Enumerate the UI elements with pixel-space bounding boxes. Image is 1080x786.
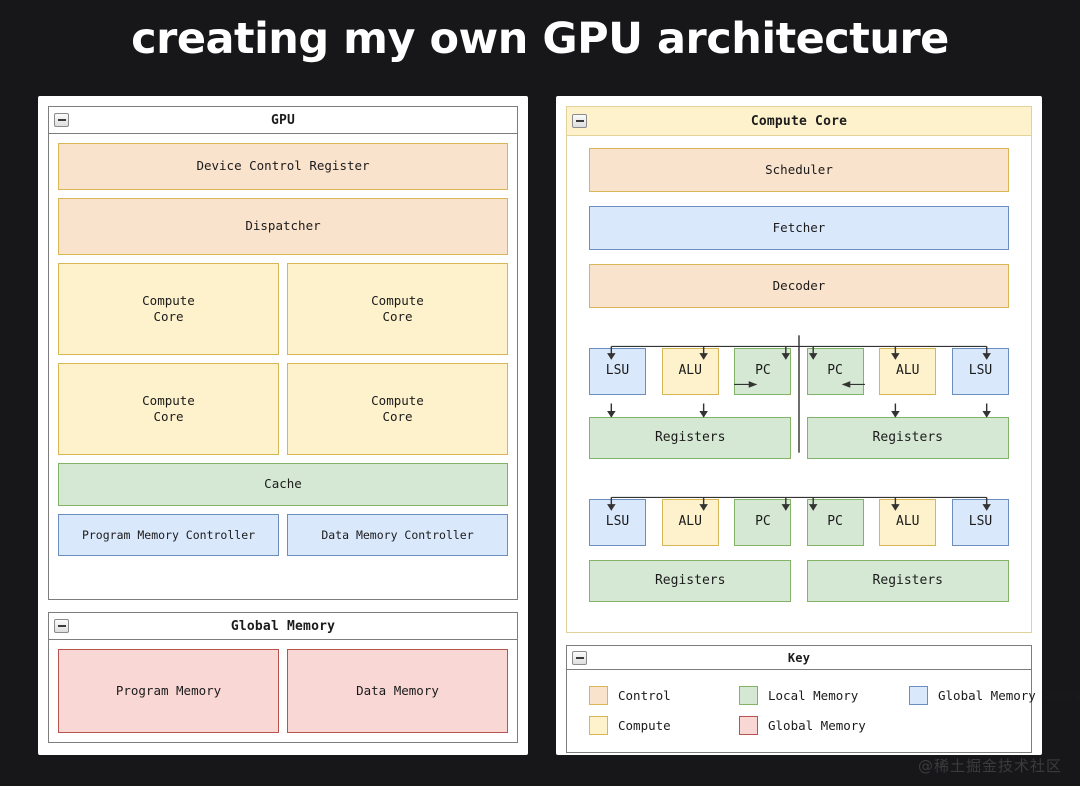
compute-core-row-1: Compute Core Compute Core (58, 263, 508, 355)
key-entry-compute: Compute (589, 715, 739, 735)
lsu-box[interactable]: LSU (952, 499, 1009, 546)
thread-row-2-right-half: PC ALU LSU Registers (806, 499, 1009, 602)
page-title: creating my own GPU architecture (131, 14, 949, 64)
key-label: Compute (618, 717, 671, 733)
compute-core-panel-header: Compute Core (567, 107, 1031, 136)
watermark: @稀土掘金技术社区 (917, 757, 1062, 775)
global-memory-row: Program Memory Data Memory (58, 649, 508, 733)
key-entry-control: Control (589, 685, 739, 705)
registers-box[interactable]: Registers (589, 560, 792, 602)
swatch-control (589, 685, 608, 705)
thread-row-1-left-half: LSU ALU PC Registers (589, 348, 792, 459)
scheduler-box[interactable]: Scheduler (589, 148, 1009, 192)
key-label: Local Memory (768, 687, 859, 703)
collapse-minus-icon[interactable] (572, 650, 587, 665)
program-memory-box[interactable]: Program Memory (58, 649, 279, 733)
device-control-register-box[interactable]: Device Control Register (58, 143, 508, 190)
lsu-box[interactable]: LSU (589, 348, 646, 395)
memory-controller-row: Program Memory Controller Data Memory Co… (58, 514, 508, 556)
pc-box[interactable]: PC (734, 348, 792, 395)
alu-box[interactable]: ALU (661, 499, 719, 546)
key-label: Global Memory (768, 717, 866, 733)
thread-row-1-right-half: PC ALU LSU Registers (806, 348, 1009, 459)
compute-core-row-2: Compute Core Compute Core (58, 363, 508, 455)
swatch-compute (589, 715, 608, 735)
alu-box[interactable]: ALU (661, 348, 719, 395)
alu-box[interactable]: ALU (879, 499, 937, 546)
compute-core-panel: Compute Core Scheduler Fetcher Decoder L… (566, 106, 1032, 633)
compute-core-panel-body: Scheduler Fetcher Decoder LSU ALU PC Reg… (567, 136, 1031, 616)
key-label: Control (618, 687, 671, 703)
swatch-global-memory (739, 715, 758, 735)
compute-core-box[interactable]: Compute Core (58, 263, 279, 355)
thread-row-2-left-half: LSU ALU PC Registers (589, 499, 792, 602)
gpu-panel-body: Device Control Register Dispatcher Compu… (49, 134, 517, 565)
key-panel-title: Key (787, 650, 811, 665)
data-memory-controller-box[interactable]: Data Memory Controller (287, 514, 508, 556)
program-memory-controller-box[interactable]: Program Memory Controller (58, 514, 279, 556)
gpu-panel: GPU Device Control Register Dispatcher C… (48, 106, 518, 600)
gpu-panel-header: GPU (49, 107, 517, 134)
right-card: Compute Core Scheduler Fetcher Decoder L… (556, 96, 1080, 755)
key-entry-local-memory: Local Memory (739, 685, 909, 705)
registers-box[interactable]: Registers (589, 417, 792, 459)
decoder-box[interactable]: Decoder (589, 264, 1009, 308)
lsu-box[interactable]: LSU (589, 499, 646, 546)
global-memory-panel-header: Global Memory (49, 613, 517, 640)
registers-box[interactable]: Registers (806, 560, 1009, 602)
key-panel-header: Key (567, 646, 1031, 670)
key-label: Global Memory Access (938, 687, 1080, 703)
key-panel: Key Control Local Memory Global Memory A… (566, 645, 1080, 753)
lsu-box[interactable]: LSU (952, 348, 1009, 395)
cache-box[interactable]: Cache (58, 463, 508, 506)
compute-core-box[interactable]: Compute Core (287, 263, 508, 355)
thread-row-1: LSU ALU PC Registers PC ALU LSU (589, 335, 1009, 459)
alu-box[interactable]: ALU (879, 348, 937, 395)
collapse-minus-icon[interactable] (54, 619, 69, 633)
fetcher-box[interactable]: Fetcher (589, 206, 1009, 250)
collapse-minus-icon[interactable] (572, 114, 587, 128)
thread-row-2: LSU ALU PC Registers PC ALU LSU (589, 496, 1009, 602)
data-memory-box[interactable]: Data Memory (287, 649, 508, 733)
left-card: GPU Device Control Register Dispatcher C… (38, 96, 528, 755)
compute-core-panel-title: Compute Core (750, 113, 848, 129)
pc-box[interactable]: PC (734, 499, 792, 546)
key-legend-grid: Control Local Memory Global Memory Acces… (589, 680, 1080, 740)
global-memory-panel: Global Memory Program Memory Data Memory (48, 612, 518, 743)
swatch-local-memory (739, 685, 758, 705)
registers-box[interactable]: Registers (806, 417, 1009, 459)
key-entry-global-memory-access: Global Memory Access (909, 685, 1080, 705)
dispatcher-box[interactable]: Dispatcher (58, 198, 508, 255)
compute-core-box[interactable]: Compute Core (287, 363, 508, 455)
key-entry-global-memory: Global Memory (739, 715, 909, 735)
compute-core-box[interactable]: Compute Core (58, 363, 279, 455)
key-panel-body: Control Local Memory Global Memory Acces… (567, 670, 1080, 748)
pc-box[interactable]: PC (806, 499, 864, 546)
global-memory-panel-body: Program Memory Data Memory (49, 640, 517, 742)
global-memory-panel-title: Global Memory (230, 618, 336, 634)
gpu-panel-title: GPU (270, 112, 296, 128)
pc-box[interactable]: PC (806, 348, 864, 395)
swatch-global-memory-access (909, 685, 928, 705)
collapse-minus-icon[interactable] (54, 113, 69, 127)
